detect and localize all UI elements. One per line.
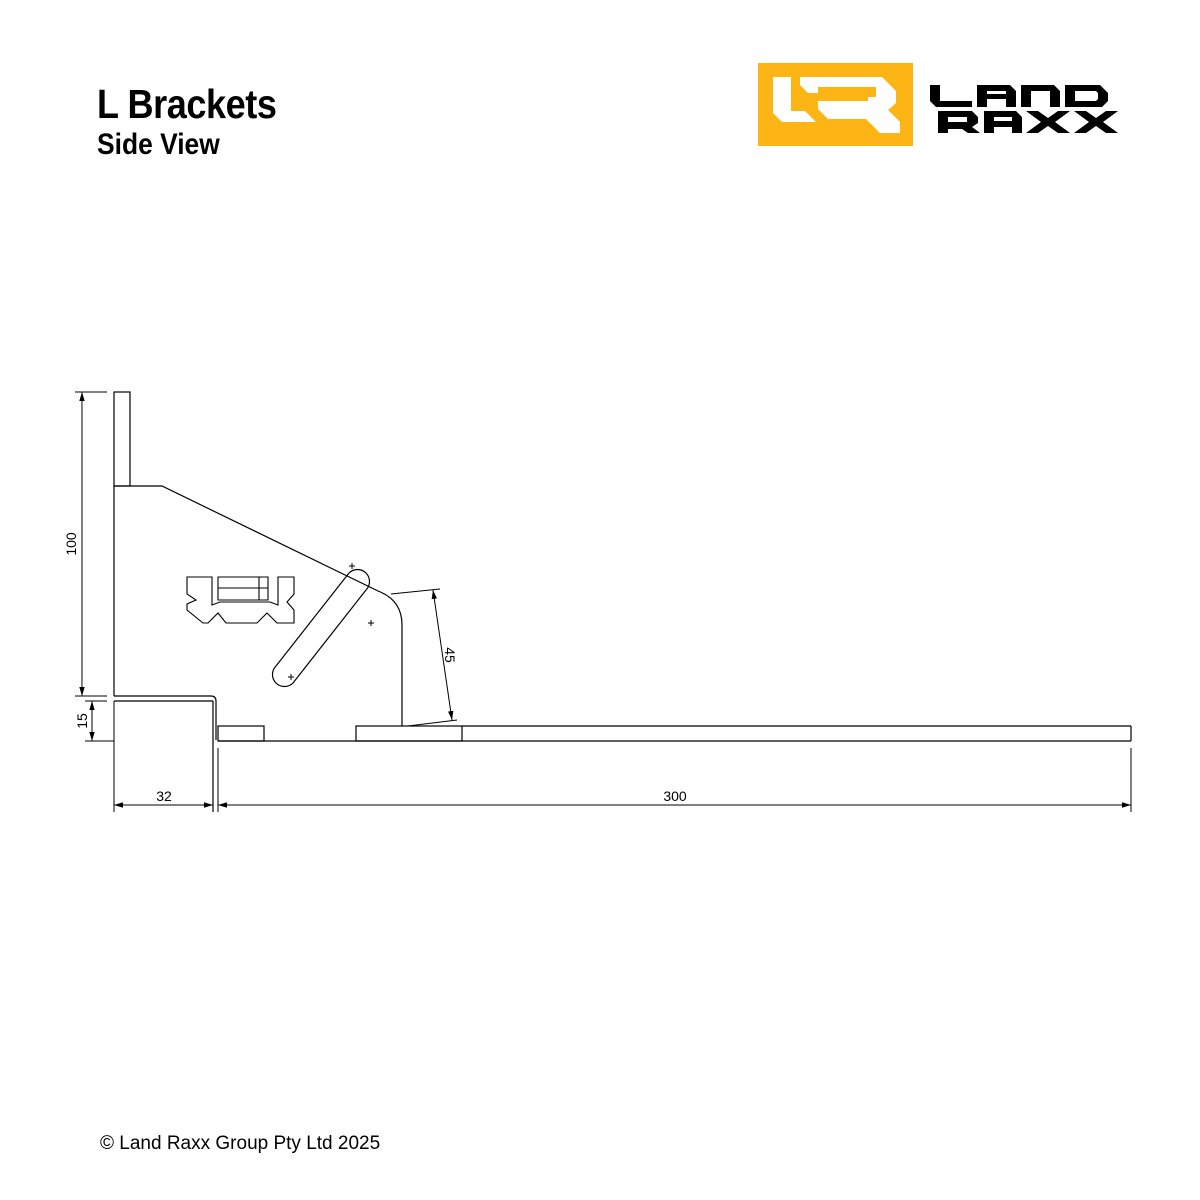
logo-wordmark-icon xyxy=(930,85,1118,133)
dim-label-base-offset: 15 xyxy=(74,713,90,729)
base-pad-right xyxy=(355,725,463,742)
logo-mark-icon xyxy=(773,77,900,133)
logo-cutout-icon xyxy=(186,576,295,624)
dim-label-base-length: 300 xyxy=(663,788,687,804)
bend-profile xyxy=(114,695,217,740)
page-title: L Brackets xyxy=(97,81,277,127)
page-subtitle: Side View xyxy=(97,128,220,161)
bracket-outline xyxy=(113,391,1132,812)
copyright-footer: © Land Raxx Group Pty Ltd 2025 xyxy=(100,1133,381,1154)
gusset-plate xyxy=(114,485,403,726)
upright-tab xyxy=(113,391,131,487)
land-raxx-logo xyxy=(758,63,1118,146)
dim-label-slot-rise: 45 xyxy=(442,647,458,663)
dimension-lines xyxy=(75,391,1132,812)
slot-hole xyxy=(271,568,371,688)
center-marks xyxy=(288,563,374,680)
base-pad-left xyxy=(217,725,265,742)
dim-label-upright-height: 100 xyxy=(63,532,79,556)
dim-label-bend-width: 32 xyxy=(156,788,172,804)
